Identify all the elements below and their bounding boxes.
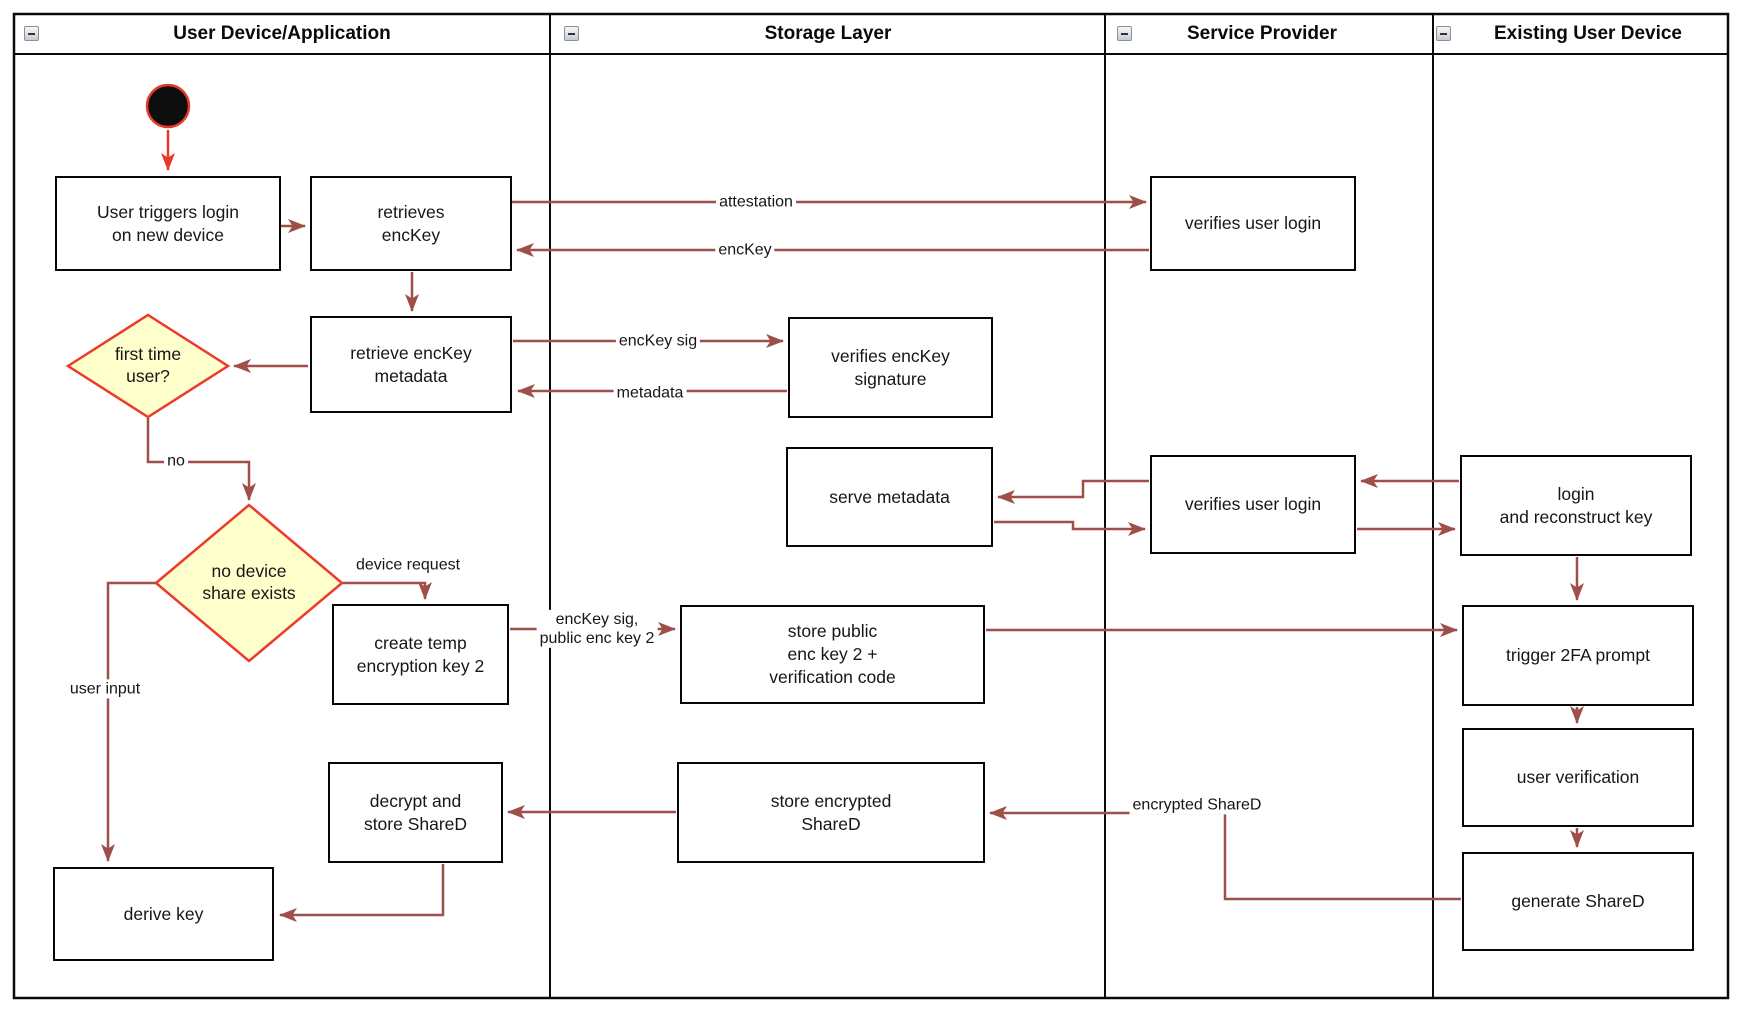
decision-label-no-device-share: no device share exists <box>202 561 296 603</box>
action-verifies-enckey-signature[interactable]: verifies encKey signature <box>788 317 993 418</box>
action-store-encrypted-shared[interactable]: store encrypted ShareD <box>677 762 985 863</box>
edge-label-encrypted-shared: encrypted ShareD <box>1129 795 1265 815</box>
minus-icon <box>28 32 35 35</box>
action-retrieves-enckey[interactable]: retrieves encKey <box>310 176 512 271</box>
decision-no-device-share[interactable] <box>154 503 344 663</box>
edge-label-enckey: encKey <box>715 240 775 260</box>
action-decrypt-store-shared[interactable]: decrypt and store ShareD <box>328 762 503 863</box>
action-verifies-user-login-top[interactable]: verifies user login <box>1150 176 1356 271</box>
action-user-triggers-login[interactable]: User triggers login on new device <box>55 176 281 271</box>
lane-title-service-provider: Service Provider <box>1187 23 1337 44</box>
action-retrieve-metadata[interactable]: retrieve encKey metadata <box>310 316 512 413</box>
action-derive-key[interactable]: derive key <box>53 867 274 961</box>
lane-title-user-device: User Device/Application <box>173 23 391 44</box>
edge-device-request <box>343 581 432 600</box>
decision-first-time-user[interactable] <box>65 313 231 419</box>
action-user-verification[interactable]: user verification <box>1462 728 1694 827</box>
edge-no-branch <box>146 418 256 501</box>
edge-decrypt-to-derive <box>279 864 445 922</box>
action-create-temp-key[interactable]: create temp encryption key 2 <box>332 604 509 705</box>
collapse-icon-service-provider[interactable] <box>1117 26 1132 41</box>
action-login-reconstruct-key[interactable]: login and reconstruct key <box>1460 455 1692 556</box>
collapse-icon-storage-layer[interactable] <box>564 26 579 41</box>
swimlane-frame <box>12 12 1730 1000</box>
edge-label-metadata: metadata <box>613 383 687 403</box>
edge-label-enckey-sig: encKey sig <box>615 331 701 351</box>
minus-icon <box>1121 32 1128 35</box>
action-generate-shared[interactable]: generate ShareD <box>1462 852 1694 951</box>
decision-label-first-time-user: first time user? <box>114 344 182 386</box>
action-serve-metadata[interactable]: serve metadata <box>786 447 993 547</box>
edge-label-device-request: device request <box>355 556 461 574</box>
minus-icon <box>568 32 575 35</box>
edge-serve-to-verifies <box>994 520 1146 536</box>
minus-icon <box>1440 32 1447 35</box>
lane-title-storage-layer: Storage Layer <box>764 23 892 44</box>
edge-encrypted-shared <box>989 806 1461 901</box>
collapse-icon-user-device[interactable] <box>24 26 39 41</box>
edge-label-no: no <box>164 451 188 471</box>
action-store-public-key[interactable]: store public enc key 2 + verification co… <box>680 605 985 704</box>
action-verifies-user-login-mid[interactable]: verifies user login <box>1150 455 1356 554</box>
start-node[interactable] <box>145 83 191 129</box>
edge-label-user-input: user input <box>66 679 144 699</box>
edge-user-input <box>101 581 156 862</box>
lane-title-existing-device: Existing User Device <box>1494 23 1682 44</box>
collapse-icon-existing-device[interactable] <box>1436 26 1451 41</box>
edge-verifies-to-serve <box>997 479 1149 504</box>
swimlane-dividers <box>14 14 1728 998</box>
edge-label-enckey-sig-pub: encKey sig, public enc key 2 <box>536 609 658 649</box>
action-trigger-2fa-prompt[interactable]: trigger 2FA prompt <box>1462 605 1694 706</box>
edge-label-attestation: attestation <box>716 192 796 212</box>
